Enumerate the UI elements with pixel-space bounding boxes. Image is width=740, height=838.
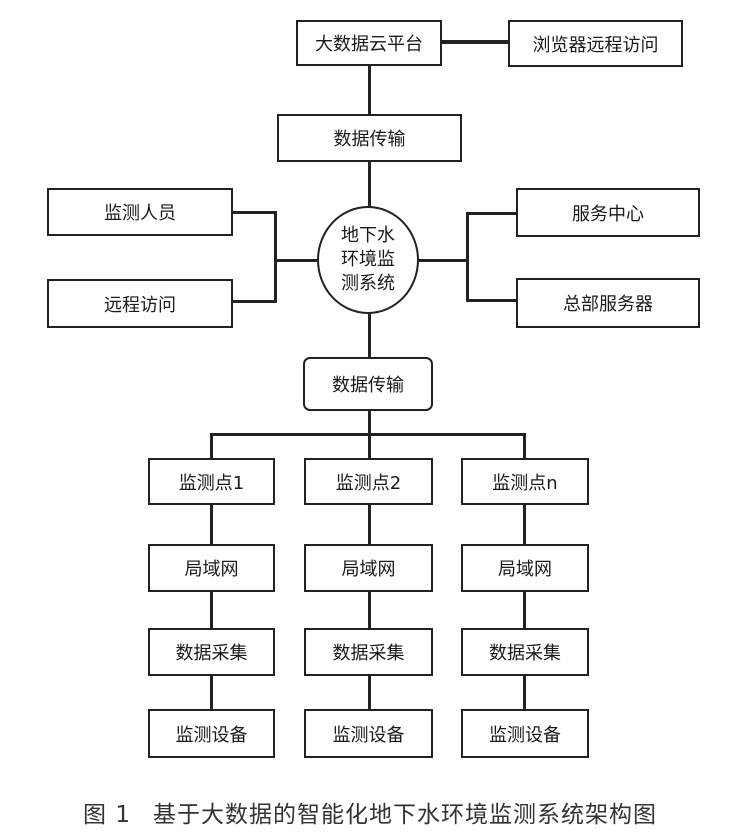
node-browser-remote: 浏览器远程访问: [508, 20, 683, 67]
connector-left-bracket: [274, 211, 277, 303]
connector-col3-chain: [523, 503, 526, 711]
node-lan-3: 局域网: [461, 544, 589, 592]
node-groundwater-monitoring-system: 地下水 环境监 测系统: [317, 206, 419, 314]
node-monitoring-point-1: 监测点1: [148, 458, 275, 505]
connector-cloud-transfer: [368, 64, 371, 115]
figure-caption: 图 1 基于大数据的智能化地下水环境监测系统架构图: [0, 795, 740, 829]
connector-server-stub: [466, 299, 518, 302]
hub-text-line-1: 地下水: [341, 225, 395, 246]
node-data-acquisition-1: 数据采集: [148, 628, 275, 676]
node-monitoring-device-3: 监测设备: [461, 709, 589, 758]
figure-title: 基于大数据的智能化地下水环境监测系统架构图: [152, 802, 657, 828]
connector-left-hub: [274, 259, 320, 262]
node-data-acquisition-2: 数据采集: [304, 628, 433, 676]
connector-bus-col3: [523, 433, 526, 459]
node-remote-access: 远程访问: [47, 279, 233, 328]
node-monitoring-device-2: 监测设备: [304, 709, 433, 758]
node-lan-1: 局域网: [148, 544, 275, 592]
connector-right-hub: [416, 259, 468, 262]
node-data-acquisition-3: 数据采集: [461, 628, 589, 676]
figure-number: 图 1: [83, 802, 131, 828]
hub-text-line-3: 测系统: [341, 273, 395, 294]
hub-text-line-2: 环境监: [341, 249, 395, 270]
connector-transfer-bus: [368, 409, 371, 434]
node-monitoring-device-1: 监测设备: [148, 709, 275, 758]
connector-transfer-hub: [368, 161, 371, 208]
node-service-center: 服务中心: [516, 188, 700, 237]
node-monitoring-point-2: 监测点2: [304, 458, 433, 505]
connector-staff-stub: [232, 211, 276, 214]
connector-right-bracket: [466, 212, 469, 302]
node-hq-server: 总部服务器: [516, 278, 700, 328]
node-data-transfer-top: 数据传输: [277, 114, 462, 162]
connector-remote-stub: [232, 300, 276, 303]
node-lan-2: 局域网: [304, 544, 433, 592]
connector-bus-col2: [368, 433, 371, 459]
connector-bus-col1: [210, 433, 213, 459]
node-cloud-platform: 大数据云平台: [296, 20, 442, 66]
node-data-transfer-bottom: 数据传输: [303, 357, 433, 411]
connector-col1-chain: [210, 503, 213, 711]
connector-col2-chain: [368, 503, 371, 711]
node-monitor-staff: 监测人员: [47, 188, 233, 236]
node-monitoring-point-n: 监测点n: [461, 458, 589, 505]
connector-service-stub: [466, 212, 518, 215]
connector-hub-transfer: [368, 311, 371, 359]
connector-cloud-browser: [440, 40, 510, 44]
